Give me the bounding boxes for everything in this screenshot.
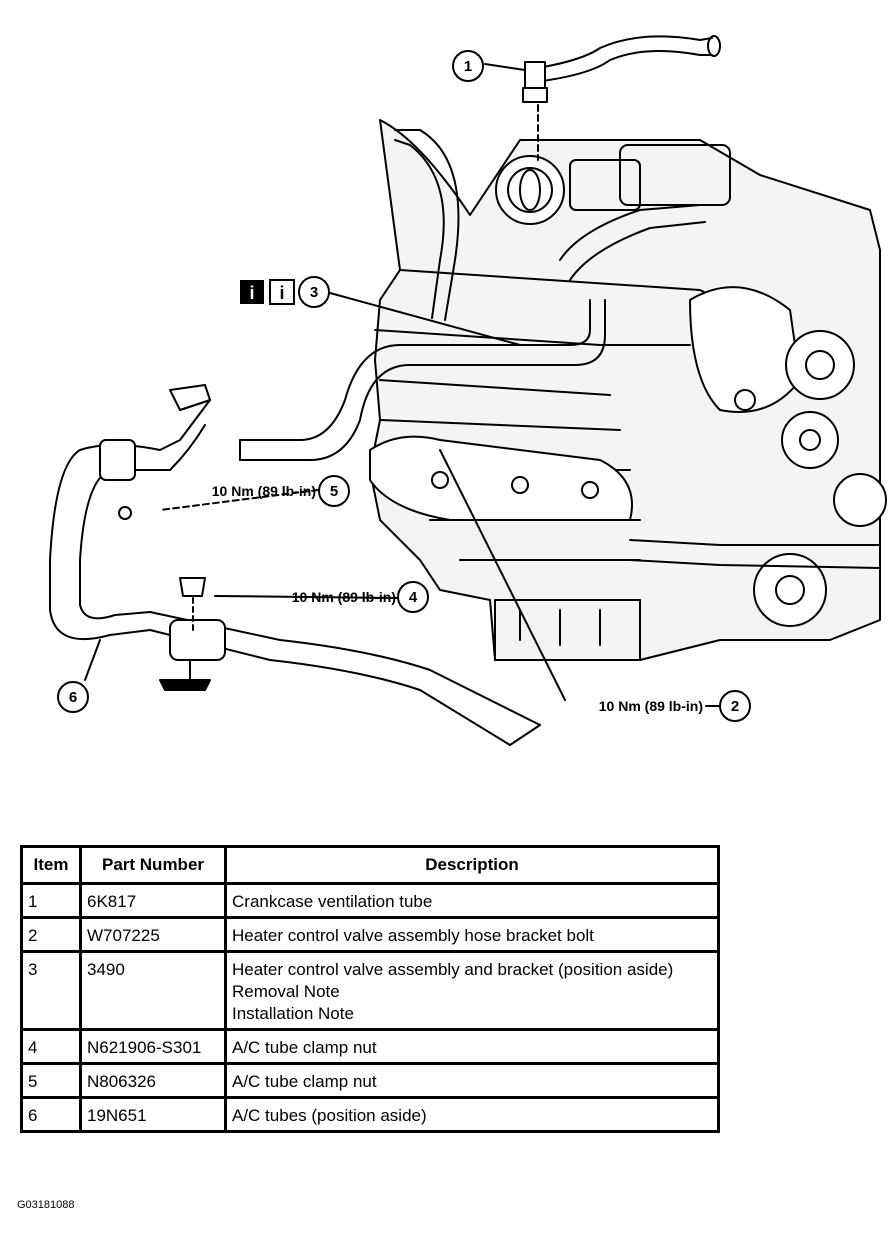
table-row: 1 6K817 Crankcase ventilation tube [20,882,720,919]
table-row: 4 N621906-S301 A/C tube clamp nut [20,1028,720,1065]
info-icon[interactable] [240,280,264,304]
parts-table: Item Part Number Description 1 6K817 Cra… [20,845,720,1133]
callout-1-number: 1 [464,58,472,75]
callout-6-circle [57,681,89,713]
cell-part-number: N806326 [79,1062,227,1099]
engine-diagram: i i 1 2 3 4 5 6 10 Nm (89 lb-in) 10 Nm (… [49,35,887,746]
column-header-part-number: Part Number [79,845,227,885]
removal-note-link[interactable]: Removal Note [232,982,340,1001]
cell-description: A/C tube clamp nut [224,1028,720,1065]
crankcase-ventilation-tube [522,35,721,161]
callout-2-circle [719,690,751,722]
callout-1-circle [452,50,484,82]
table-row: 6 19N651 A/C tubes (position aside) [20,1096,720,1133]
installation-note-link[interactable]: Installation Note [232,1004,354,1023]
cell-item: 2 [20,916,82,953]
cell-item: 3 [20,950,82,1031]
figure-id: G03181088 [17,1199,75,1211]
cell-description: A/C tubes (position aside) [224,1096,720,1133]
callout-6-number: 6 [69,689,77,706]
cell-item: 6 [20,1096,82,1133]
column-header-item: Item [20,845,82,885]
cell-part-number: 19N651 [79,1096,227,1133]
table-row: 3 3490 Heater control valve assembly and… [20,950,720,1031]
callout-3-circle [298,276,330,308]
callout-5-number: 5 [330,483,338,500]
info-icon[interactable] [269,279,295,305]
cell-item: 1 [20,882,82,919]
torque-label-4: 10 Nm (89 lb-in) [292,589,396,605]
cell-item: 4 [20,1028,82,1065]
cell-description: Heater control valve assembly hose brack… [224,916,720,953]
cell-item: 5 [20,1062,82,1099]
table-row: 5 N806326 A/C tube clamp nut [20,1062,720,1099]
engine-block [369,119,887,661]
torque-label-5: 10 Nm (89 lb-in) [212,483,316,499]
cell-part-number: 3490 [79,950,227,1031]
ac-tubes [49,384,541,746]
column-header-description: Description [224,845,720,885]
callout-4-circle [397,581,429,613]
table-header-row: Item Part Number Description [20,845,720,885]
info-icon-glyph: i [279,283,284,303]
cell-description: Heater control valve assembly and bracke… [224,950,720,1031]
cell-description: A/C tube clamp nut [224,1062,720,1099]
description-text: Heater control valve assembly and bracke… [232,960,674,979]
cell-part-number: 6K817 [79,882,227,919]
callout-2-number: 2 [731,698,739,715]
torque-label-2: 10 Nm (89 lb-in) [599,698,703,714]
table-row: 2 W707225 Heater control valve assembly … [20,916,720,953]
cell-part-number: W707225 [79,916,227,953]
cell-part-number: N621906-S301 [79,1028,227,1065]
cell-description: Crankcase ventilation tube [224,882,720,919]
callout-5-circle [318,475,350,507]
callout-4-number: 4 [409,589,418,606]
info-icon-glyph: i [249,283,254,303]
heater-hose [239,299,606,461]
callout-3-number: 3 [310,284,318,301]
